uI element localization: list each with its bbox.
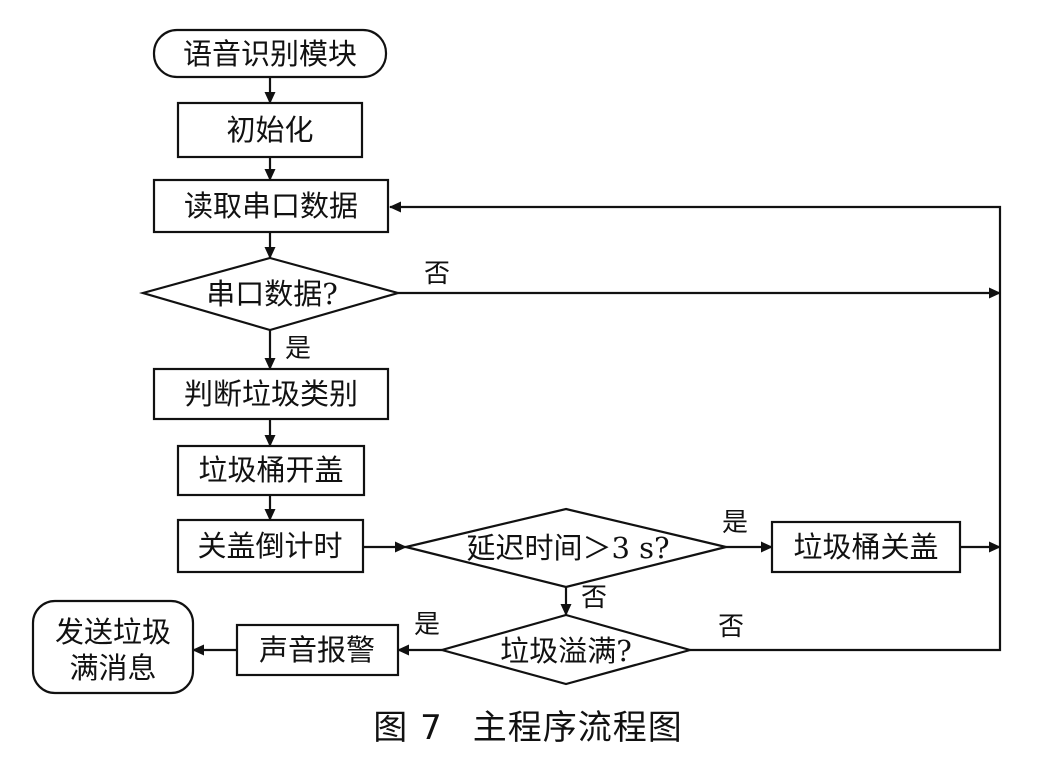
- has-data-yes-label: 是: [285, 334, 311, 364]
- countdown-label: 关盖倒计时: [197, 529, 342, 563]
- edge-labels: 否 是 是 否 是 否: [285, 259, 748, 642]
- node-read: 读取串口数据: [152, 178, 390, 234]
- delay-check-label: 延迟时间＞3 s?: [466, 531, 669, 565]
- edge-full-no-loop: [389, 201, 1002, 652]
- start-label: 语音识别模块: [183, 37, 357, 71]
- has-data-label: 串口数据?: [206, 277, 338, 311]
- node-open: 垃圾桶开盖: [176, 444, 366, 497]
- alarm-box: [235, 623, 400, 677]
- start-terminal: [152, 28, 388, 79]
- full-check-diamond: [437, 613, 695, 686]
- node-close: 垃圾桶关盖: [770, 520, 962, 574]
- has-data-diamond: [138, 256, 403, 332]
- read-box: [152, 178, 390, 234]
- node-send: 发送垃圾 满消息: [31, 599, 195, 695]
- node-full-check: 垃圾溢满?: [437, 613, 695, 686]
- close-box: [770, 520, 962, 574]
- delay-yes-label: 是: [722, 508, 748, 538]
- figure-title: 主程序流程图: [472, 708, 683, 748]
- countdown-box: [176, 518, 365, 574]
- connectors: [192, 77, 1002, 656]
- alarm-label: 声音报警: [259, 633, 375, 667]
- has-data-no-label: 否: [424, 259, 450, 289]
- open-label: 垃圾桶开盖: [198, 453, 343, 487]
- classify-box: [152, 367, 390, 421]
- delay-no-label: 否: [581, 583, 607, 613]
- send-terminal: [31, 599, 195, 695]
- delay-check-diamond: [405, 507, 727, 589]
- full-yes-label: 是: [414, 610, 440, 640]
- init-box: [176, 101, 364, 159]
- node-classify: 判断垃圾类别: [152, 367, 390, 421]
- full-no-label: 否: [718, 612, 744, 642]
- send-label-line2: 满消息: [69, 651, 156, 685]
- node-start: 语音识别模块: [152, 28, 388, 79]
- read-label: 读取串口数据: [184, 189, 358, 223]
- node-alarm: 声音报警: [235, 623, 400, 677]
- node-delay-check: 延迟时间＞3 s?: [405, 507, 727, 589]
- figure-number: 图 7: [373, 708, 443, 748]
- init-label: 初始化: [226, 113, 313, 147]
- open-box: [176, 444, 366, 497]
- figure-caption: 图 7 主程序流程图: [0, 700, 1056, 750]
- node-init: 初始化: [176, 101, 364, 159]
- node-countdown: 关盖倒计时: [176, 518, 365, 574]
- full-check-label: 垃圾溢满?: [500, 634, 632, 668]
- classify-label: 判断垃圾类别: [184, 377, 358, 411]
- node-has-data: 串口数据?: [138, 256, 403, 332]
- close-label: 垃圾桶关盖: [793, 530, 938, 564]
- send-label-line1: 发送垃圾: [55, 615, 171, 649]
